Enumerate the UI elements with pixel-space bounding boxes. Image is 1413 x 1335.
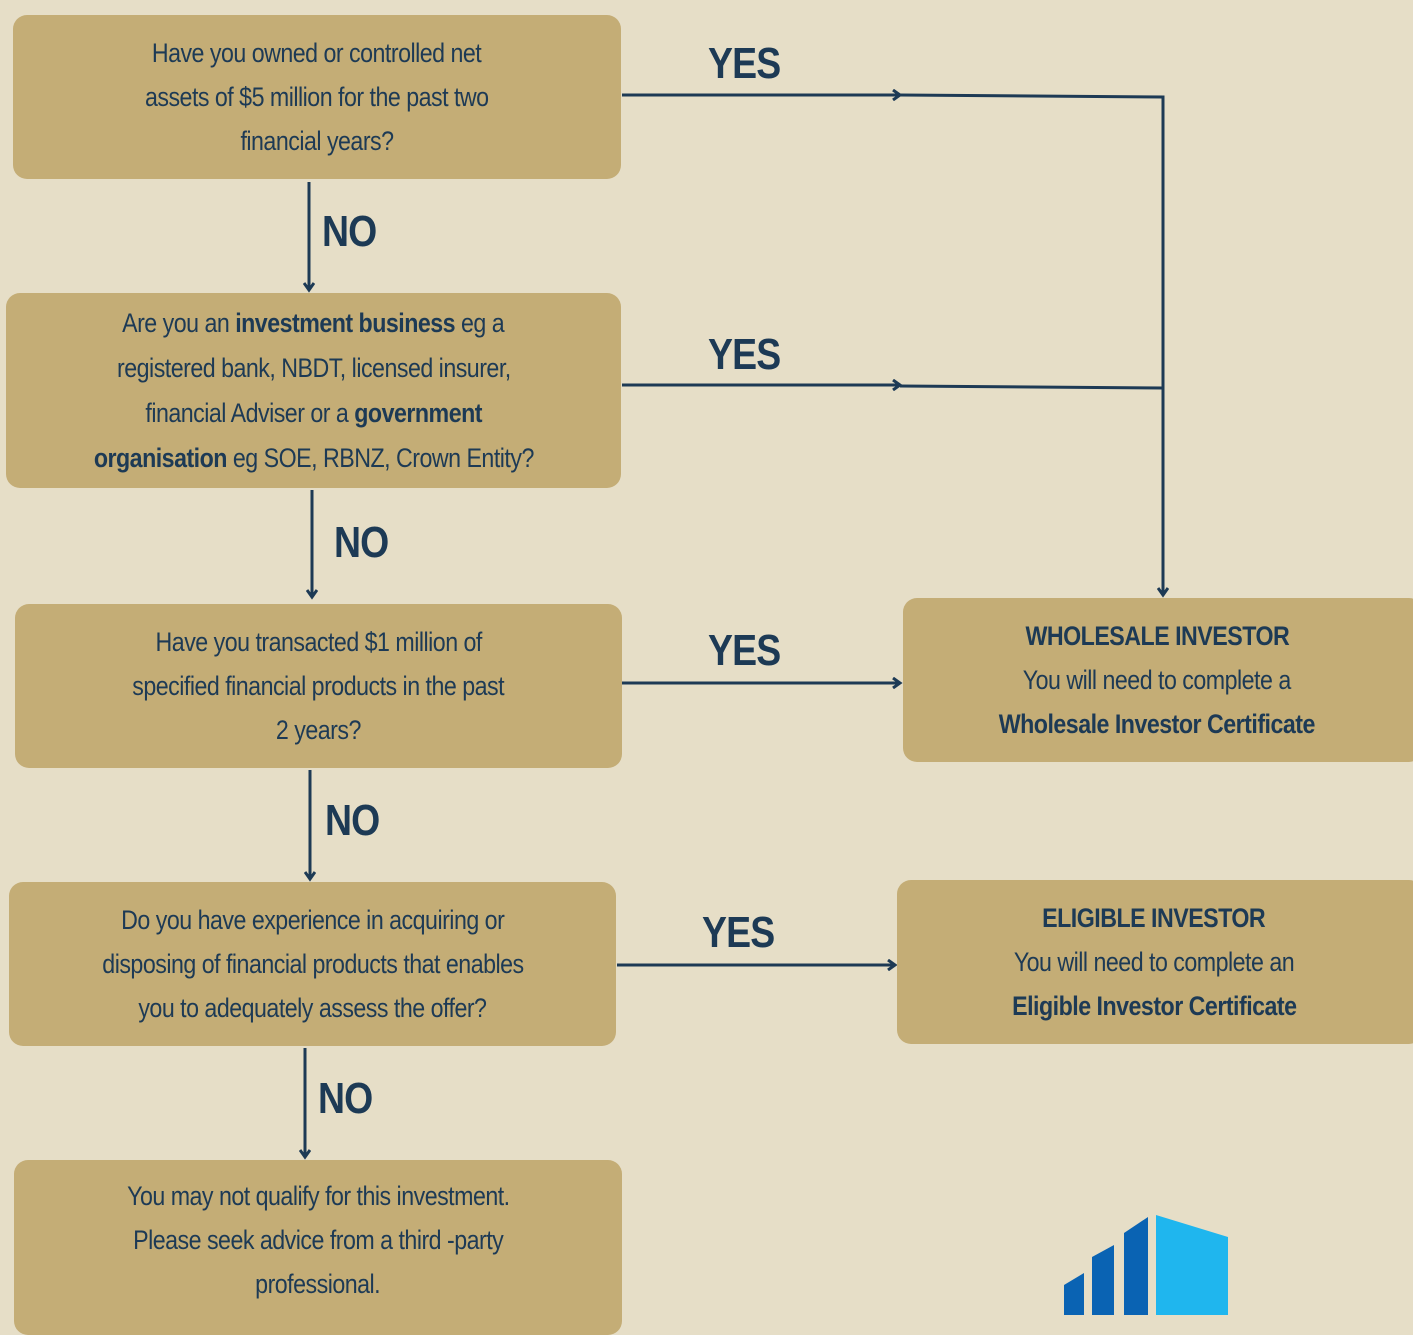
question-investment-business-box: Are you an investment business eg a regi… xyxy=(6,293,621,488)
q2-line-1: Are you an investment business eg a xyxy=(122,301,505,346)
q3-line-3: 2 years? xyxy=(276,715,361,745)
eligible-title: ELIGIBLE INVESTOR xyxy=(1042,903,1266,933)
q4-line-2: disposing of financial products that ena… xyxy=(101,949,524,979)
eligible-investor-box: ELIGIBLE INVESTOR You will need to compl… xyxy=(897,880,1413,1044)
yes-connector-2 xyxy=(899,384,1164,390)
q2-line-4: organisation eg SOE, RBNZ, Crown Entity? xyxy=(93,436,534,481)
wholesale-title: WHOLESALE INVESTOR xyxy=(1025,621,1289,651)
eligible-certificate: Eligible Investor Certificate xyxy=(1011,991,1297,1021)
yes-label-1: YES xyxy=(708,39,781,88)
q2-government-bold: government xyxy=(354,397,482,428)
yes-label-3: YES xyxy=(708,626,781,675)
eligible-line: You will need to complete an xyxy=(1013,947,1295,977)
q2-line-1-text-c: eg a xyxy=(455,307,505,338)
no-label-3: NO xyxy=(325,796,380,845)
no-label-4: NO xyxy=(318,1074,373,1123)
q4-line-3: you to adequately assess the offer? xyxy=(138,993,487,1023)
q2-line-2: registered bank, NBDT, licensed insurer, xyxy=(116,352,511,383)
wholesale-certificate: Wholesale Investor Certificate xyxy=(998,709,1316,739)
yes-label-2: YES xyxy=(708,330,781,379)
question-experience-box: Do you have experience in acquiring or d… xyxy=(9,882,616,1046)
question-net-assets-box: Have you owned or controlled net assets … xyxy=(13,15,621,179)
end-line-2: Please seek advice from a third -party xyxy=(132,1225,504,1255)
q1-line-2: assets of $5 million for the past two xyxy=(145,82,489,112)
q2-line-1-text-a: Are you an xyxy=(122,307,236,338)
q3-line-2: specified financial products in the past xyxy=(132,671,505,701)
wholesale-investor-box: WHOLESALE INVESTOR You will need to comp… xyxy=(903,598,1413,762)
no-label-1: NO xyxy=(322,207,377,256)
not-qualify-box: You may not qualify for this investment.… xyxy=(14,1160,622,1335)
q3-line-1: Have you transacted $1 million of xyxy=(155,627,482,657)
wholesale-line: You will need to complete a xyxy=(1023,665,1291,695)
q4-line-1: Do you have experience in acquiring or xyxy=(120,905,505,935)
yes-label-4: YES xyxy=(702,908,775,957)
q2-line-3: financial Adviser or a government xyxy=(145,391,482,436)
end-line-1: You may not qualify for this investment. xyxy=(126,1181,510,1211)
company-logo xyxy=(1064,1215,1228,1315)
q2-investment-business-bold: investment business xyxy=(235,307,456,338)
end-line-3: professional. xyxy=(255,1269,381,1299)
question-transacted-box: Have you transacted $1 million of specif… xyxy=(15,604,622,768)
q2-organisation-bold: organisation xyxy=(93,442,227,473)
yes-connector-1 xyxy=(899,93,1163,595)
q1-line-3: financial years? xyxy=(240,126,394,156)
q1-line-1: Have you owned or controlled net xyxy=(152,38,482,68)
q2-line-4-text-b: eg SOE, RBNZ, Crown Entity? xyxy=(226,442,534,473)
no-label-2: NO xyxy=(334,518,389,567)
q2-line-3-text-a: financial Adviser or a xyxy=(145,397,355,428)
